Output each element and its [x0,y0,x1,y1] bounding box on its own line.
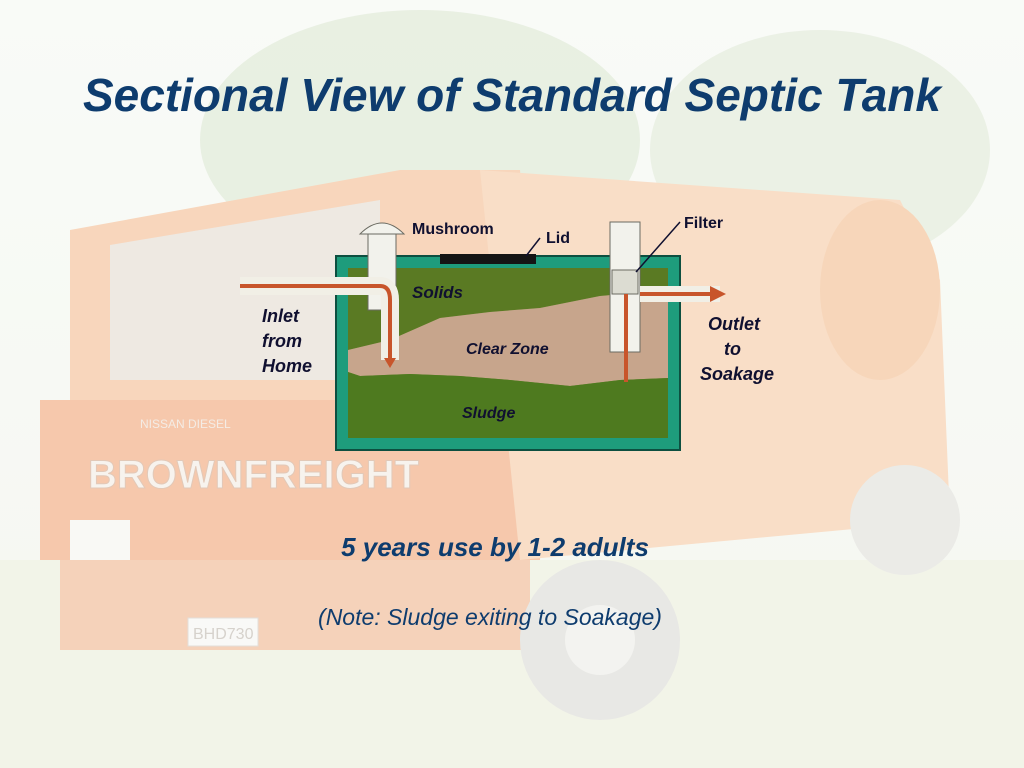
tank-end [820,200,940,380]
label-outlet-line1: Outlet [708,314,761,334]
filter-leader [635,221,681,273]
mushroom-cap [358,222,406,235]
label-filter: Filter [684,215,723,232]
wheel [850,465,960,575]
inlet-flow [240,284,392,360]
label-outlet-line2: to [724,339,741,359]
page-title: Sectional View of Standard Septic Tank [82,69,941,121]
inlet-flow-arrow [384,358,396,368]
filter-unit [611,269,639,295]
headlight [70,520,130,560]
label-lid: Lid [546,230,570,247]
wheel-hub [565,605,635,675]
label-clear-zone: Clear Zone [466,341,549,358]
truck-brand-text: BROWNFREIGHT [88,453,419,497]
label-inlet-line3: Home [262,356,312,376]
lid-leader [525,237,541,257]
sludge-layer [348,372,668,438]
bumper [60,560,530,650]
tank-lid [440,254,536,264]
outlet-flow-arrow [710,286,726,302]
label-sludge: Sludge [462,405,515,422]
clear-zone-layer [348,290,668,386]
label-inlet-line2: from [262,331,302,351]
caption-note: (Note: Sludge exiting to Soakage) [318,604,662,630]
label-mushroom: Mushroom [412,221,494,238]
label-inlet-line1: Inlet [262,306,300,326]
license-plate-text: BHD730 [193,626,254,643]
license-plate [187,617,259,647]
caption-main: 5 years use by 1-2 adults [341,532,649,562]
solids-layer [348,268,668,350]
label-outlet-line3: Soakage [700,364,774,384]
cab-text: NISSAN DIESEL [140,417,231,431]
label-solids: Solids [412,283,463,302]
septic-tank-diagram: Mushroom Lid Filter Solids Clear Zone Sl… [240,215,774,451]
